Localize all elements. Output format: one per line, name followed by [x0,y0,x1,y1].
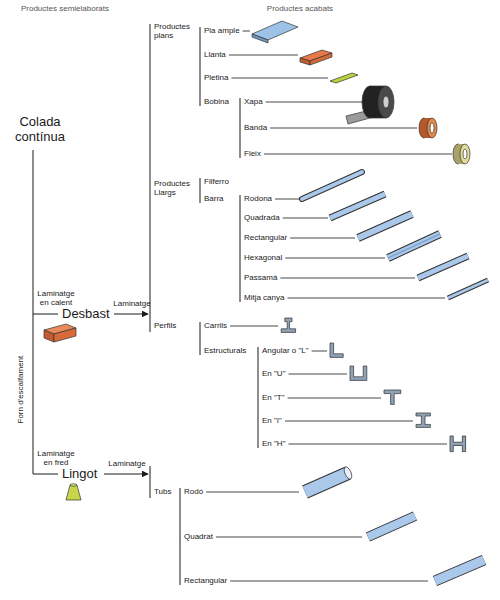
arrow-label: Laminatge [108,459,145,468]
long-products [302,172,488,298]
product-label: En "U" [262,369,285,378]
product-label: Carrils [204,321,227,330]
product-label: Passamà [244,273,277,282]
product-label: En "I" [262,416,282,425]
group-label: Productes plans [154,22,198,40]
leader-line [287,298,445,299]
leader-line [264,154,452,155]
leader-line [288,398,381,399]
product-label: En "H" [262,439,285,448]
group-label: Barra [204,194,224,203]
product-label: Quadrat [184,532,213,541]
process-name: Colada contínua [0,115,80,145]
group-label: Productes Llargs [154,179,198,197]
leader-line [285,258,385,259]
arrow-label: Laminatge [113,299,150,308]
process-step: Forn d'escalfament [16,356,25,424]
process-step: Laminatge en calent [35,289,77,307]
leader-line [229,55,298,56]
group-label: Tubs [154,487,172,496]
leader-line [230,581,428,582]
column-header: Productes acabats [267,4,333,13]
profile-icons [281,318,465,452]
product-label: Banda [244,123,267,132]
product-label: En "T" [262,393,285,402]
product-label: Angular o "L" [262,346,309,355]
product-label: Mitja canya [244,293,284,302]
product-label: Pletina [204,73,228,82]
leader-line [288,444,447,445]
leader-line [275,199,300,200]
process-name: Lingot [62,467,97,482]
tube-products [305,466,484,581]
leader-line [266,102,362,103]
product-label: Xapa [244,97,263,106]
group-label: Perfils [154,321,176,330]
leader-line [288,374,347,375]
leader-line [206,492,299,493]
leader-line [312,351,327,352]
tree-lines [33,24,258,585]
product-label: Rectangular [244,233,287,242]
leader-line [230,326,278,327]
product-label: Pla ample [204,26,240,35]
product-label: Hexagonal [244,253,282,262]
product-label: Llanta [204,50,226,59]
product-label: Quadrada [244,213,280,222]
leader-line [243,31,250,32]
product-label: Filferro [204,177,229,186]
product-label: Rectangular [184,576,227,585]
column-header: Productes semielaborats [21,4,109,13]
flat-products [252,21,470,164]
leader-line [216,537,362,538]
leader-line [290,238,355,239]
product-label: Rodona [244,194,272,203]
process-name: Desbast [62,307,110,322]
leader-line [285,421,413,422]
leader-line [231,78,328,79]
process-step: Laminatge en fred [35,449,77,467]
product-label: Rodó [184,487,203,496]
leader-line [283,218,328,219]
leader-line [280,278,415,279]
product-label: Fleix [244,149,261,158]
leader-line [270,128,417,129]
group-label: Bobina [204,97,229,106]
group-label: Estructurals [204,346,246,355]
